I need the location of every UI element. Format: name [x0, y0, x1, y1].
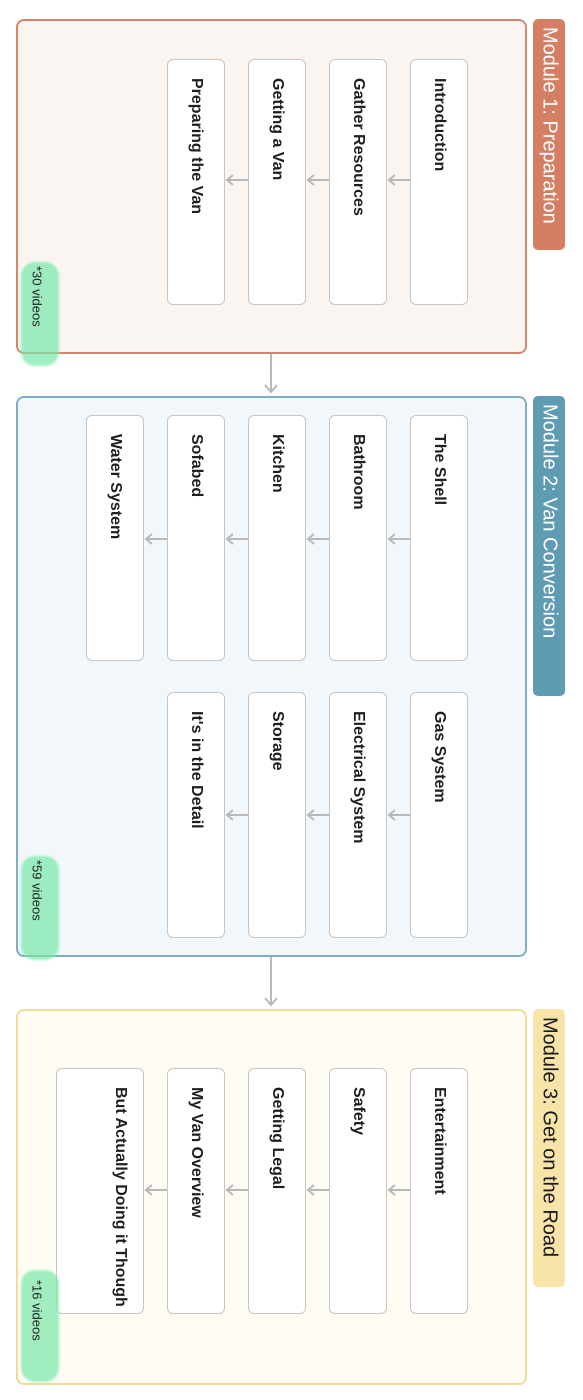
arrow-icon — [225, 809, 248, 821]
arrow-icon — [306, 1184, 329, 1196]
arrow-icon — [387, 533, 410, 545]
highlight-marker — [21, 1270, 59, 1382]
module-1-video-count: *30 videos — [29, 266, 45, 327]
lesson-card-but-actually-doing-it-though[interactable]: But Actually Doing it Though — [56, 1068, 144, 1314]
module-1-title: Module 1: Preparation — [533, 19, 565, 250]
lesson-card-gather-resources[interactable]: Gather Resources — [329, 59, 387, 305]
lesson-card-getting-a-van[interactable]: Getting a Van — [248, 59, 306, 305]
arrow-icon — [387, 1184, 410, 1196]
lesson-card-storage[interactable]: Storage — [248, 692, 306, 938]
arrow-icon — [144, 1184, 167, 1196]
lesson-card-my-van-overview[interactable]: My Van Overview — [167, 1068, 225, 1314]
lesson-card-sofabed[interactable]: Sofabed — [167, 415, 225, 661]
arrow-icon — [387, 174, 410, 186]
lesson-card-safety[interactable]: Safety — [329, 1068, 387, 1314]
arrow-icon — [225, 174, 248, 186]
lesson-card-electrical-system[interactable]: Electrical System — [329, 692, 387, 938]
module-connector-arrow-icon — [264, 354, 278, 394]
arrow-icon — [306, 809, 329, 821]
arrow-icon — [387, 809, 410, 821]
lesson-card-entertainment[interactable]: Entertainment — [410, 1068, 468, 1314]
module-2-video-count: *59 videos — [29, 860, 45, 921]
lesson-card-introduction[interactable]: Introduction — [410, 59, 468, 305]
lesson-card-water-system[interactable]: Water System — [86, 415, 144, 661]
module-3-title: Module 3: Get on the Road — [533, 1009, 565, 1287]
lesson-card-the-shell[interactable]: The Shell — [410, 415, 468, 661]
arrow-icon — [225, 1184, 248, 1196]
highlight-marker — [21, 262, 59, 366]
arrow-icon — [306, 174, 329, 186]
module-connector-arrow-icon — [264, 957, 278, 1007]
highlight-marker — [21, 856, 59, 960]
lesson-card-kitchen[interactable]: Kitchen — [248, 415, 306, 661]
lesson-card-getting-legal[interactable]: Getting Legal — [248, 1068, 306, 1314]
arrow-icon — [144, 533, 167, 545]
lesson-card-its-in-the-detail[interactable]: It's in the Detail — [167, 692, 225, 938]
module-3-video-count: *16 videos — [29, 1280, 45, 1341]
module-2-title: Module 2: Van Conversion — [533, 396, 565, 696]
arrow-icon — [306, 533, 329, 545]
arrow-icon — [225, 533, 248, 545]
lesson-card-preparing-the-van[interactable]: Preparing the Van — [167, 59, 225, 305]
lesson-card-bathroom[interactable]: Bathroom — [329, 415, 387, 661]
lesson-card-gas-system[interactable]: Gas System — [410, 692, 468, 938]
